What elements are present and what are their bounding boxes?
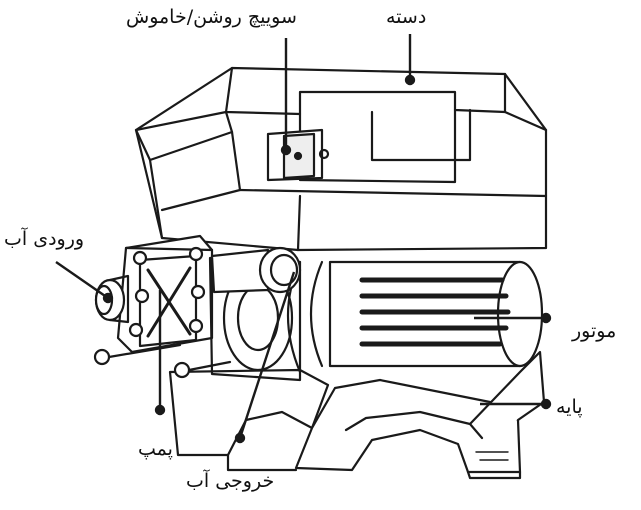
label-pump: پمپ [138,438,173,460]
inlet-leader [55,261,109,299]
switch-leader-dot [280,144,292,156]
leader-lines [55,34,552,444]
pump-leader-dot [154,404,166,416]
upper-body [134,66,548,252]
base-stand [168,350,546,480]
outlet-leader [238,271,296,439]
motor-housing [286,260,544,374]
label-base: پایه [556,396,583,418]
inlet-leader-dot [102,292,114,304]
label-handle: دسته [386,6,427,28]
power-switch [266,128,330,182]
handle-leader-dot [404,74,416,86]
base-leader-dot [540,398,552,410]
outlet-leader-dot [234,432,246,444]
label-motor: موتور [572,320,617,342]
label-switch: سوییچ روشن/خاموش [126,6,297,28]
motor-leader-dot [540,312,552,324]
label-water-inlet: ورودی آب [4,228,85,250]
label-water-outlet: خروجی آب [186,470,275,492]
water-outlet-fitting [210,246,302,294]
